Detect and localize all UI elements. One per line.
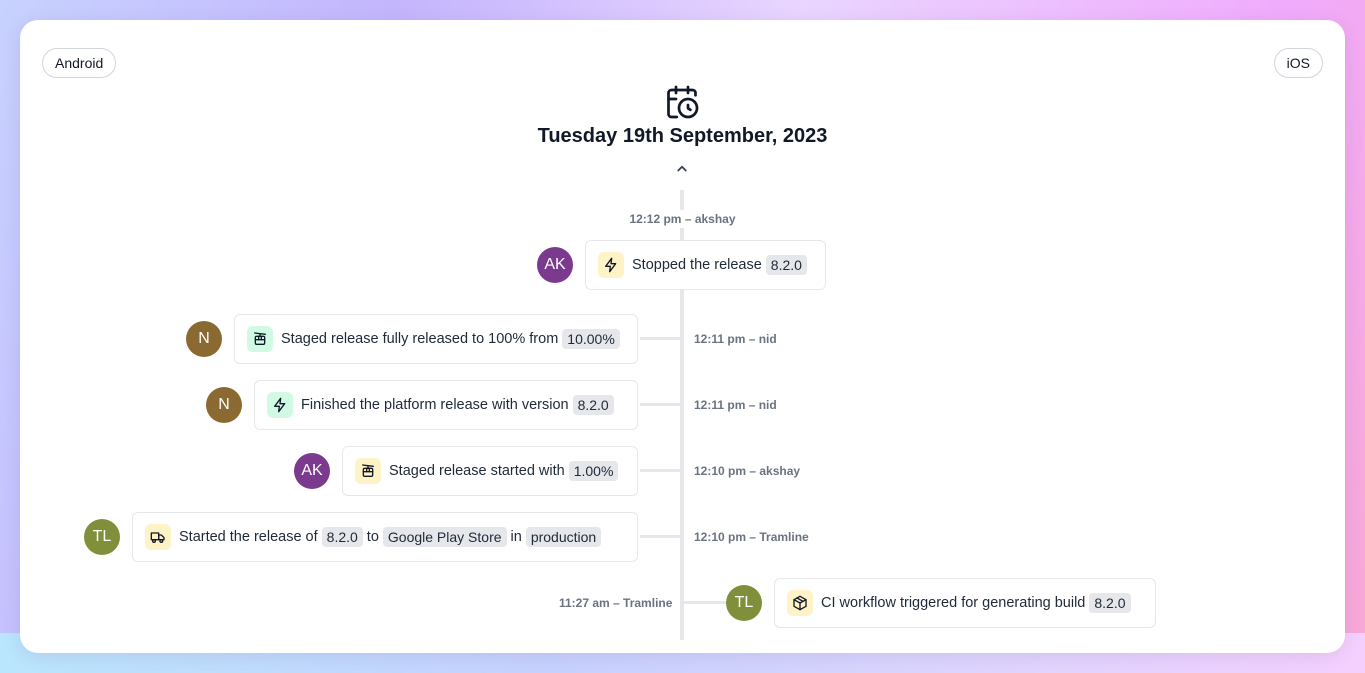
version-badge: 8.2.0 [572, 395, 614, 415]
timeline-event: Staged release started with 1.00% [342, 446, 638, 496]
user-avatar: AK [537, 247, 573, 283]
environment-badge: production [525, 527, 602, 547]
timeline-connector [640, 535, 682, 538]
timeline-event: Stopped the release 8.2.0 [585, 240, 826, 290]
timeline-connector [640, 469, 682, 472]
version-badge: 8.2.0 [321, 527, 363, 547]
event-text-joiner: in [510, 529, 522, 545]
timeline-event: Started the release of 8.2.0 to Google P… [132, 512, 638, 562]
timeline-event: Staged release fully released to 100% fr… [234, 314, 638, 364]
calendar-clock-icon [667, 85, 699, 119]
event-timestamp: 12:12 pm – akshay [20, 210, 1345, 228]
ios-tab[interactable]: iOS [1273, 48, 1323, 78]
cable-car-icon [355, 458, 381, 484]
android-tab[interactable]: Android [42, 48, 117, 78]
timeline-event: Finished the platform release with versi… [254, 380, 638, 430]
event-text: Staged release fully released to 100% fr… [281, 331, 559, 347]
event-timestamp: 12:11 pm – nid [694, 332, 777, 346]
event-text: CI workflow triggered for generating bui… [821, 595, 1086, 611]
cable-car-icon [247, 326, 273, 352]
event-text-joiner: to [366, 529, 379, 545]
percentage-badge: 10.00% [562, 329, 620, 349]
timeline-event: CI workflow triggered for generating bui… [774, 578, 1156, 628]
lightning-icon [267, 392, 293, 418]
version-badge: 8.2.0 [765, 255, 807, 275]
timeline-connector [640, 337, 682, 340]
version-badge: 8.2.0 [1089, 593, 1131, 613]
user-avatar: TL [726, 585, 762, 621]
event-text: Stopped the release [632, 257, 762, 273]
event-text: Staged release started with [389, 463, 565, 479]
event-timestamp: 11:27 am – Tramline [559, 596, 673, 610]
event-text: Started the release of [179, 529, 318, 545]
event-text: Finished the platform release with versi… [301, 397, 569, 413]
user-avatar: TL [84, 519, 120, 555]
chevron-up-icon[interactable] [673, 160, 691, 178]
event-timestamp: 12:10 pm – Tramline [694, 530, 809, 544]
timeline-connector [640, 403, 682, 406]
percentage-badge: 1.00% [568, 461, 619, 481]
event-timestamp: 12:10 pm – akshay [694, 464, 801, 478]
release-timeline-card: Android iOS Tuesday 19th September, 2023… [20, 20, 1345, 653]
user-avatar: N [206, 387, 242, 423]
timeline-connector [684, 601, 726, 604]
truck-icon [145, 524, 171, 550]
user-avatar: AK [294, 453, 330, 489]
user-avatar: N [186, 321, 222, 357]
timeline-axis [680, 190, 684, 640]
package-icon [787, 590, 813, 616]
store-badge: Google Play Store [382, 527, 507, 547]
date-heading: Tuesday 19th September, 2023 [537, 125, 828, 147]
event-timestamp: 12:11 pm – nid [694, 398, 777, 412]
lightning-icon [598, 252, 624, 278]
